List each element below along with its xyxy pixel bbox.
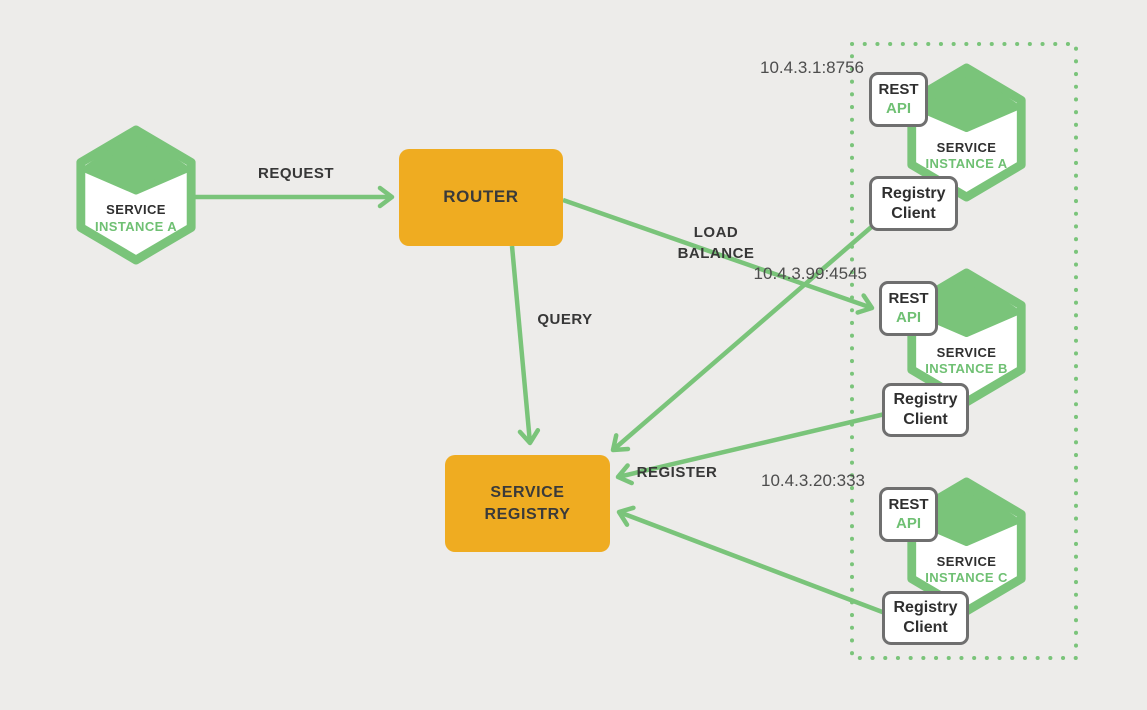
registry-label-line2: REGISTRY xyxy=(484,505,571,523)
instance-b-ip: 10.4.3.99:4545 xyxy=(753,264,867,283)
instance-c-ip: 10.4.3.20:333 xyxy=(761,471,865,490)
instance-a-rest-api-box: REST API xyxy=(869,72,928,127)
load-balance-line2: BALANCE xyxy=(677,245,755,262)
instance-a-registry-client-box: Registry Client xyxy=(869,176,958,231)
connector-query xyxy=(509,245,541,446)
load-balance-line1: LOAD xyxy=(693,224,739,241)
left-instance-label: SERVICE INSTANCE A xyxy=(70,202,202,236)
request-edge-label: REQUEST xyxy=(257,165,334,182)
registry-label-line1: SERVICE xyxy=(490,483,565,501)
router-node: ROUTER xyxy=(399,149,563,246)
rest-label: REST xyxy=(888,495,929,513)
registry-client-line2: Client xyxy=(903,619,948,636)
left-instance-label-line1: SERVICE xyxy=(106,202,166,218)
instance-c-registry-client-box: Registry Client xyxy=(882,591,969,645)
registry-client-line1: Registry xyxy=(893,391,958,408)
instance-c-label-line1: SERVICE xyxy=(936,553,997,569)
rest-label: REST xyxy=(878,80,919,98)
api-label: API xyxy=(895,308,921,326)
left-instance-label-line2: INSTANCE A xyxy=(95,219,177,235)
api-label: API xyxy=(885,99,911,117)
router-label: ROUTER xyxy=(443,187,519,207)
load-balance-edge-label: LOAD BALANCE xyxy=(646,222,786,264)
connector-load-balance xyxy=(562,197,875,315)
register-edge-label: REGISTER xyxy=(636,464,718,481)
instance-b-rest-api-box: REST API xyxy=(879,281,938,336)
connector-register-c xyxy=(616,505,886,616)
connector-register-a xyxy=(610,221,878,453)
instance-a-label: SERVICE INSTANCE A xyxy=(901,140,1032,174)
instance-a-label-line2: INSTANCE A xyxy=(925,156,1008,172)
registry-client-line1: Registry xyxy=(893,599,958,616)
instance-b-registry-client-box: Registry Client xyxy=(882,383,969,437)
instance-c-label: SERVICE INSTANCE C xyxy=(901,554,1032,588)
api-label: API xyxy=(895,514,921,532)
hexagon-icon xyxy=(76,125,196,265)
instance-b-label-line1: SERVICE xyxy=(936,344,997,360)
instance-b-label: SERVICE INSTANCE B xyxy=(901,345,1032,379)
left-service-instance-node: SERVICE INSTANCE A xyxy=(70,123,202,267)
instance-a-label-line1: SERVICE xyxy=(936,139,997,155)
instance-a-ip: 10.4.3.1:8756 xyxy=(760,58,864,77)
registry-client-line1: Registry xyxy=(881,184,946,202)
instance-c-label-line2: INSTANCE C xyxy=(925,570,1008,586)
registry-client-line2: Client xyxy=(903,411,948,428)
registry-client-line2: Client xyxy=(891,204,936,222)
instance-c-rest-api-box: REST API xyxy=(879,487,938,542)
connector-register-b xyxy=(615,411,886,486)
query-edge-label: QUERY xyxy=(537,311,593,328)
instance-b-label-line2: INSTANCE B xyxy=(925,361,1008,377)
service-registry-node: SERVICE REGISTRY xyxy=(445,455,610,552)
rest-label: REST xyxy=(888,289,929,307)
